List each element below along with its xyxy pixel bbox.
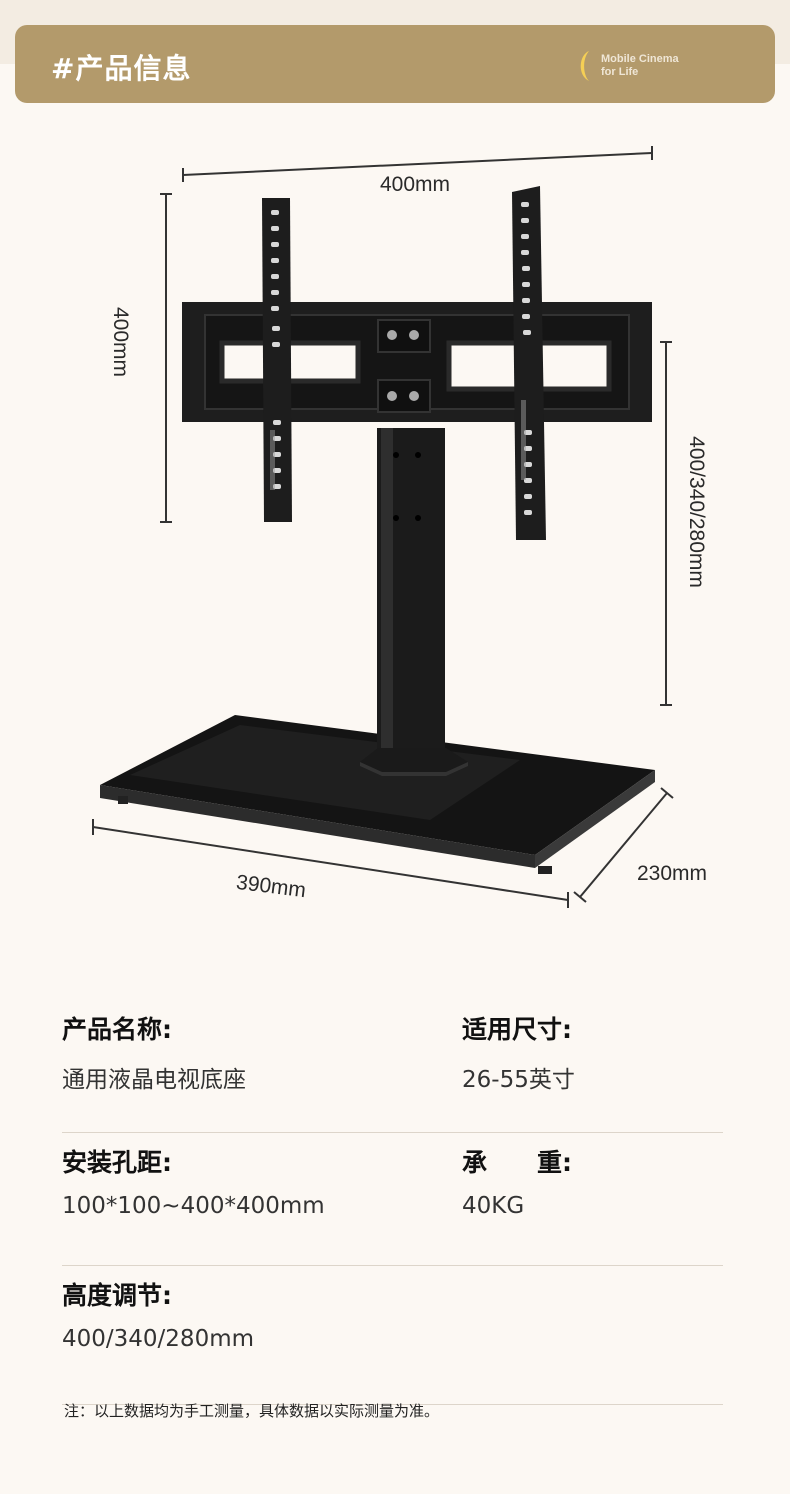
spec-value: 26-55英寸 — [462, 1067, 575, 1093]
support-column — [360, 428, 468, 776]
measurement-note: 注：以上数据均为手工测量，具体数据以实际测量为准。 — [64, 1402, 440, 1420]
spec-label: 承 重: — [462, 1148, 572, 1177]
spec-load-capacity: 承 重: 40KG — [462, 1143, 572, 1219]
mounting-plate — [182, 302, 652, 422]
spec-height-adjust: 高度调节: 400/340/280mm — [62, 1276, 254, 1352]
vesa-brackets — [262, 186, 546, 540]
spec-value: 通用液晶电视底座 — [62, 1067, 246, 1093]
spec-value: 100*100~400*400mm — [62, 1193, 325, 1219]
dimension-top-width: 400mm — [380, 173, 451, 196]
spec-row: 高度调节: 400/340/280mm — [62, 1266, 723, 1405]
brand-line-1: Mobile Cinema — [601, 53, 679, 65]
dimension-base-depth: 230mm — [637, 862, 708, 885]
tv-stand-illustration — [92, 146, 674, 908]
spec-table: 产品名称: 通用液晶电视底座 适用尺寸: 26-55英寸 安装孔距: 100*1… — [62, 1000, 723, 1405]
brand-text: Mobile Cinema for Life — [601, 53, 679, 79]
section-title: #产品信息 — [51, 52, 192, 85]
brand-line-2: for Life — [601, 66, 639, 78]
dimension-adjust-range: 400/340/280mm — [684, 436, 708, 588]
product-diagram: 400mm 400mm 400/340/280mm 390mm 230mm — [0, 130, 790, 930]
spec-label: 适用尺寸: — [462, 1015, 572, 1044]
section-header: #产品信息 Mobile Cinema for Life — [15, 25, 775, 103]
spec-value: 400/340/280mm — [62, 1326, 255, 1352]
spec-vesa-spacing: 安装孔距: 100*100~400*400mm — [62, 1143, 325, 1219]
crescent-moon-icon — [580, 51, 589, 81]
spec-value: 40KG — [462, 1193, 525, 1219]
dimension-plate-height: 400mm — [109, 306, 133, 378]
spec-label: 高度调节: — [62, 1281, 172, 1310]
spec-row: 产品名称: 通用液晶电视底座 适用尺寸: 26-55英寸 — [62, 1000, 723, 1133]
brand-logo: Mobile Cinema for Life — [575, 49, 755, 83]
spec-applicable-size: 适用尺寸: 26-55英寸 — [462, 1010, 575, 1094]
spec-product-name: 产品名称: 通用液晶电视底座 — [62, 1010, 246, 1094]
dimension-lines — [92, 146, 674, 908]
spec-label: 安装孔距: — [62, 1148, 172, 1177]
spec-label: 产品名称: — [62, 1015, 172, 1044]
spec-row: 安装孔距: 100*100~400*400mm 承 重: 40KG — [62, 1133, 723, 1266]
